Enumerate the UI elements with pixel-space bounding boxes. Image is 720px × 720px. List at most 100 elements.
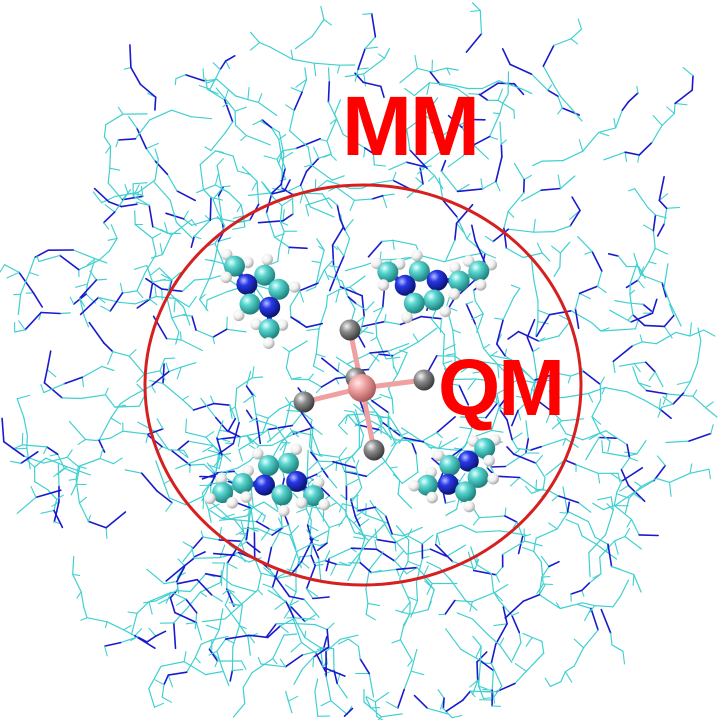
mm-bond-stick (285, 367, 293, 380)
mm-bond-stick (301, 649, 324, 656)
mm-bond-stick (349, 498, 357, 518)
mm-bond-stick (414, 54, 418, 69)
mm-bond-stick (341, 503, 353, 507)
mm-bond-stick (435, 533, 438, 546)
mm-bond-stick (195, 329, 214, 338)
mm-bond-stick (387, 388, 393, 400)
mm-bond-stick (551, 245, 561, 254)
mm-bond-stick (578, 292, 591, 300)
mm-bond-stick (642, 303, 653, 312)
hydrogen-atom (240, 491, 252, 503)
mm-bond-stick (216, 158, 224, 167)
mm-bond-stick (532, 160, 543, 167)
mm-bond-stick (633, 573, 642, 593)
mm-bond-stick (232, 215, 244, 219)
mm-bond-stick (326, 289, 340, 297)
mm-bond-stick (234, 387, 238, 408)
mm-bond-stick (580, 582, 591, 592)
mm-bond-stick (620, 579, 630, 597)
mm-bond-stick (58, 254, 80, 271)
mm-bond-stick (587, 521, 596, 538)
mm-bond-stick (279, 658, 286, 668)
mm-bond-stick (211, 635, 229, 641)
mm-bond-stick (328, 547, 352, 560)
mm-bond-stick (630, 312, 654, 323)
mm-bond-stick (229, 406, 236, 411)
mm-bond-stick (524, 485, 533, 494)
mm-bond-stick (53, 521, 61, 525)
mm-bond-stick (87, 514, 91, 522)
mm-bond-stick (504, 515, 518, 524)
mm-bond-stick (388, 161, 407, 171)
mm-bond-stick (20, 271, 30, 295)
mm-bond-stick (462, 144, 474, 157)
mm-bond-stick (632, 366, 640, 384)
mm-bond-stick (295, 551, 302, 569)
nitrogen-atom (254, 474, 275, 496)
mm-bond-stick (375, 306, 384, 323)
mm-bond-stick (201, 472, 220, 480)
hydrogen-atom (487, 472, 500, 485)
mm-bond-stick (161, 234, 173, 256)
mm-bond-stick (319, 139, 328, 142)
mm-bond-stick (117, 138, 137, 141)
mm-bond-stick (495, 682, 516, 693)
mm-bond-stick (16, 394, 31, 400)
mm-bond-stick (212, 552, 237, 557)
mm-bond-stick (305, 508, 312, 521)
mm-bond-stick (221, 666, 230, 687)
carbon-atom (439, 454, 461, 476)
qm-region-label: QM (438, 343, 565, 432)
mm-bond-stick (105, 145, 112, 154)
mm-bond-stick (161, 446, 173, 452)
mm-bond-stick (176, 190, 196, 202)
mm-bond-stick (311, 18, 325, 37)
mm-bond-stick (367, 602, 381, 607)
mm-bond-stick (533, 231, 555, 233)
mm-bond-stick (413, 694, 429, 710)
mm-bond-stick (491, 669, 494, 691)
mm-bond-stick (300, 641, 317, 654)
carbon-atom (467, 466, 489, 488)
mm-bond-stick (181, 279, 196, 292)
mm-bond-stick (395, 525, 410, 541)
mm-bond-stick (148, 601, 153, 615)
mm-bond-stick (201, 618, 226, 623)
mm-bond-stick (428, 82, 450, 86)
mm-bond-stick (270, 260, 279, 265)
mm-bond-stick (594, 536, 609, 545)
mm-bond-stick (112, 351, 130, 357)
mm-bond-stick (504, 507, 507, 517)
mm-bond-stick (412, 333, 419, 343)
mm-bond-stick (163, 674, 170, 686)
carbon-atom (377, 261, 399, 283)
mm-bond-stick (271, 526, 284, 536)
mm-bond-stick (525, 652, 545, 672)
mm-bond-stick (506, 446, 515, 456)
mm-bond-stick (231, 584, 244, 589)
mm-bond-stick (614, 109, 623, 129)
mm-bond-stick (344, 264, 366, 272)
mm-bond-stick (375, 320, 378, 338)
mm-bond-stick (53, 501, 60, 523)
mm-bond-stick (326, 526, 330, 544)
mm-bond-stick (317, 460, 334, 463)
mm-bond-stick (445, 239, 456, 261)
mm-bond-stick (574, 308, 580, 330)
mm-bond-stick (298, 282, 319, 292)
mm-bond-stick (279, 403, 291, 410)
mm-bond-stick (370, 12, 377, 38)
mm-bond-stick (447, 155, 464, 168)
mm-bond-stick (245, 385, 254, 397)
mm-bond-stick (304, 614, 317, 622)
mm-bond-stick (490, 465, 507, 468)
mm-bond-stick (98, 417, 112, 441)
mm-bond-stick (77, 457, 101, 468)
hydrogen-atom (318, 498, 331, 511)
mm-bond-stick (651, 298, 658, 315)
mm-bond-stick (689, 468, 710, 474)
mm-bond-stick (415, 177, 424, 185)
mm-bond-stick (558, 320, 572, 337)
nitrogen-atom (286, 470, 308, 492)
